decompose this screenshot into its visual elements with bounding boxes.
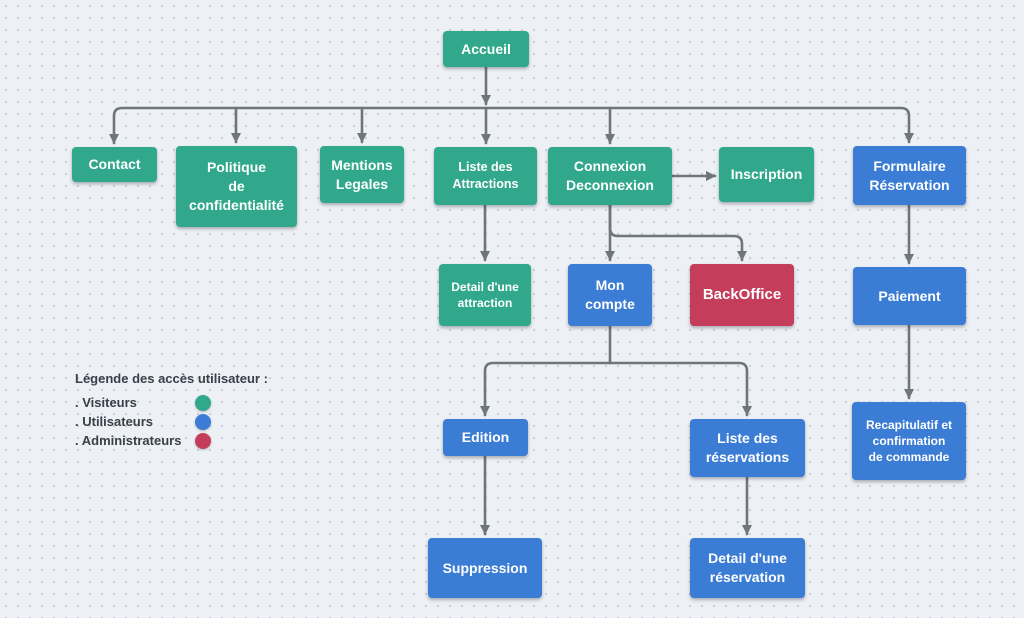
legend-item-utilisateurs: . Utilisateurs xyxy=(75,412,268,431)
node-liste-attractions: Liste des Attractions xyxy=(434,147,537,205)
edge-connexion-backoffice xyxy=(608,203,747,262)
node-inscription: Inscription xyxy=(719,147,814,202)
node-detail-reservation: Detail d'une réservation xyxy=(690,538,805,598)
legend-item-visiteurs: . Visiteurs xyxy=(75,393,268,412)
node-paiement: Paiement xyxy=(853,267,966,325)
node-politique-confidentialite: Politique de confidentialité xyxy=(176,146,297,227)
node-detail-attraction: Detail d'une attraction xyxy=(439,264,531,326)
node-contact: Contact xyxy=(72,147,157,182)
node-formulaire-reservation: Formulaire Réservation xyxy=(853,146,966,205)
node-accueil: Accueil xyxy=(443,31,529,67)
user-color-dot xyxy=(195,413,211,430)
legend-label-utilisateurs: . Utilisateurs xyxy=(75,414,154,429)
legend-title: Légende des accès utilisateur : xyxy=(75,371,268,386)
legend-label-administrateurs: . Administrateurs xyxy=(75,433,182,448)
node-mentions-legales: Mentions Legales xyxy=(320,146,404,203)
visitor-color-dot xyxy=(195,394,211,411)
node-backoffice: BackOffice xyxy=(690,264,794,326)
node-edition: Edition xyxy=(443,419,528,456)
node-suppression: Suppression xyxy=(428,538,542,598)
edge-top-bar xyxy=(109,106,914,145)
legend-item-administrateurs: . Administrateurs xyxy=(75,431,268,450)
node-liste-reservations: Liste des réservations xyxy=(690,419,805,477)
node-recapitulatif-commande: Recapitulatif et confirmation de command… xyxy=(852,402,966,480)
admin-color-dot xyxy=(195,432,211,449)
node-connexion-deconnexion: Connexion Deconnexion xyxy=(548,147,672,205)
node-mon-compte: Mon compte xyxy=(568,264,652,326)
legend: Légende des accès utilisateur : . Visite… xyxy=(75,371,268,450)
edge-moncompte-children xyxy=(480,361,752,417)
legend-label-visiteurs: . Visiteurs xyxy=(75,395,137,410)
